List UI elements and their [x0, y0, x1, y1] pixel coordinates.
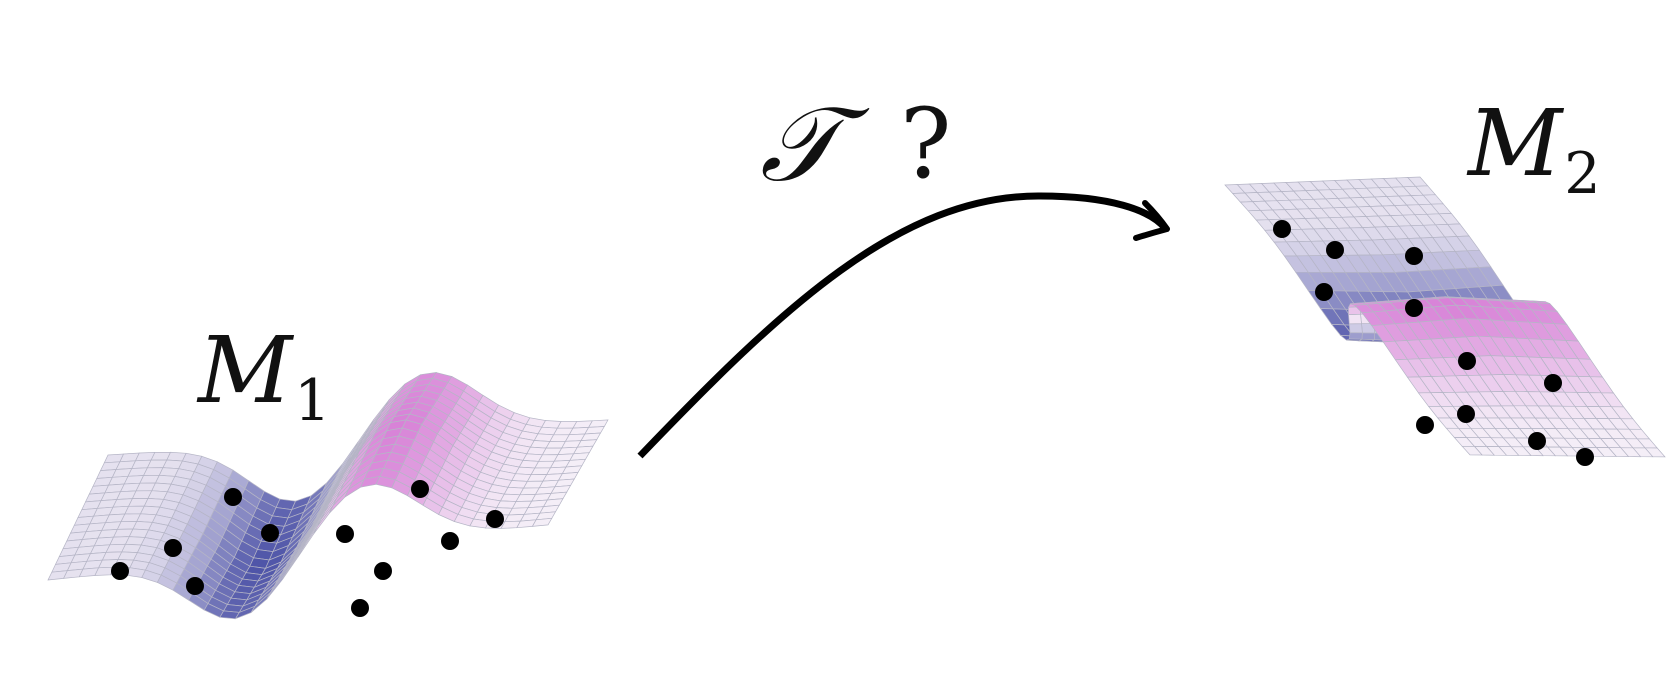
sample-point: [1315, 283, 1333, 301]
sample-point: [1458, 352, 1476, 370]
sample-point: [261, 524, 279, 542]
sample-point: [1544, 374, 1562, 392]
surface-patch: [531, 517, 553, 527]
surface-m1: [47, 372, 609, 620]
sample-point: [1326, 241, 1344, 259]
manifold-m1-label: M1: [198, 317, 331, 435]
sample-point: [224, 488, 242, 506]
sample-point: [164, 539, 182, 557]
points-m1: [111, 480, 504, 617]
sample-point: [1273, 220, 1291, 238]
sample-point: [336, 525, 354, 543]
map-t-symbol: 𝒯: [760, 83, 840, 205]
manifold-m2-label: M2: [1468, 90, 1601, 208]
sample-point: [1528, 432, 1546, 450]
sample-point: [441, 532, 459, 550]
sample-point: [111, 562, 129, 580]
sample-point: [1405, 247, 1423, 265]
surface-patch: [1461, 445, 1483, 456]
surface-patch: [1348, 313, 1362, 325]
sample-point: [351, 599, 369, 617]
mapping-arrow: [637, 192, 1168, 459]
sample-point: [1576, 448, 1594, 466]
surface-patch: [1348, 323, 1363, 334]
surface-m2: [1224, 176, 1666, 458]
surface-patch: [1349, 332, 1363, 340]
sample-point: [1457, 405, 1475, 423]
sample-point: [1405, 299, 1423, 317]
sample-point: [374, 562, 392, 580]
arrow-head: [1133, 200, 1170, 241]
surface-patch: [1361, 332, 1376, 340]
sample-point: [1416, 416, 1434, 434]
points-m2: [1273, 220, 1594, 466]
question-mark: ?: [900, 88, 952, 200]
sample-point: [486, 510, 504, 528]
sample-point: [411, 480, 429, 498]
sample-point: [186, 577, 204, 595]
